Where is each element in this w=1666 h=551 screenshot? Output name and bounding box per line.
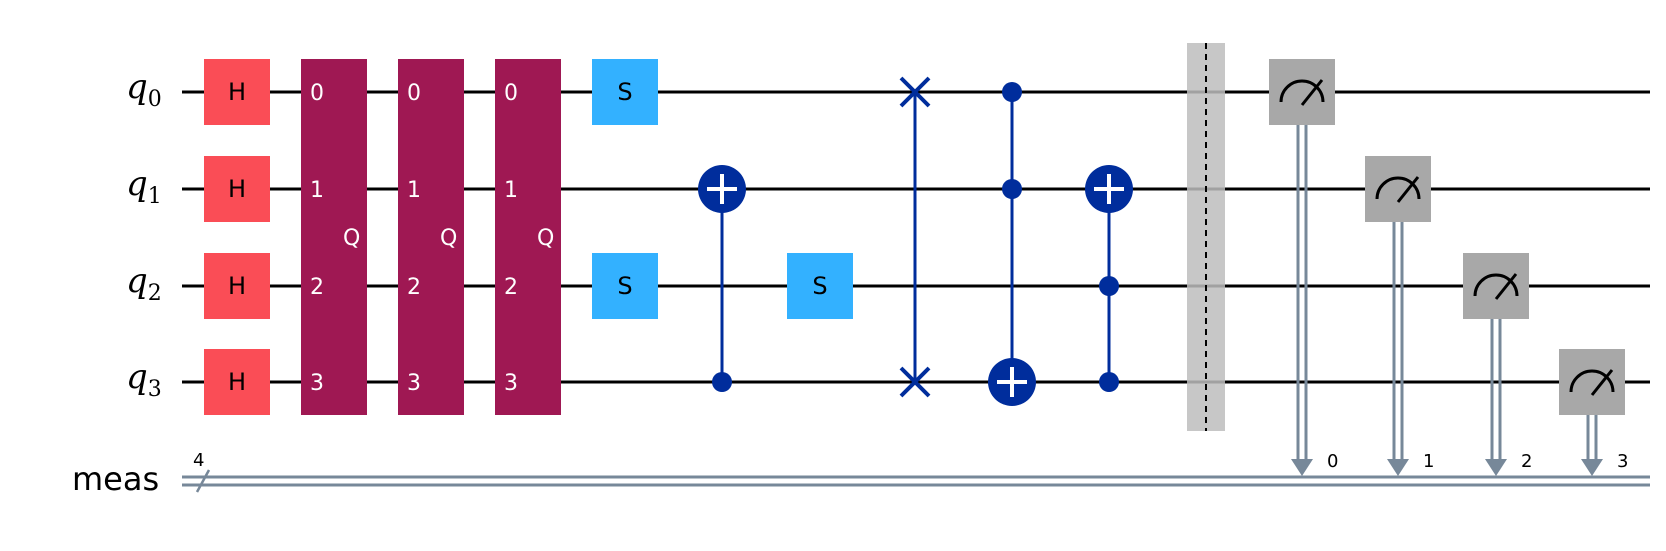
q-gate-1: 0 1 2 3 Q [301, 59, 367, 415]
svg-text:1: 1 [504, 178, 518, 203]
svg-text:3: 3 [407, 371, 421, 396]
control-dot [1002, 179, 1022, 199]
svg-text:H: H [228, 272, 246, 300]
barrier [1187, 43, 1225, 431]
svg-text:0: 0 [1327, 451, 1338, 472]
svg-text:3: 3 [310, 371, 324, 396]
meter-icon [1279, 79, 1325, 103]
measure-arrow-icon [1387, 459, 1409, 476]
toffoli-target-q1 [1085, 165, 1133, 392]
svg-text:3: 3 [504, 371, 518, 396]
svg-text:S: S [812, 272, 827, 300]
register-size-slash [195, 469, 211, 493]
svg-text:Q: Q [343, 226, 360, 251]
register-size: 4 [193, 450, 204, 471]
svg-text:1: 1 [310, 178, 324, 203]
svg-text:Q: Q [440, 226, 457, 251]
h-gate-q3: H [204, 349, 270, 415]
s-gate-q2: S [592, 253, 658, 319]
measure-arrow-icon [1581, 459, 1603, 476]
control-dot [1002, 82, 1022, 102]
measure-q3: 3 [1559, 349, 1628, 476]
svg-text:2: 2 [310, 275, 324, 300]
svg-text:2: 2 [407, 275, 421, 300]
svg-text:0: 0 [407, 81, 421, 106]
swap-q0-q3 [899, 76, 931, 398]
svg-text:2: 2 [504, 275, 518, 300]
measure-q1: 1 [1365, 156, 1434, 476]
svg-text:1: 1 [407, 178, 421, 203]
measure-q0: 0 [1269, 59, 1338, 476]
h-gate-q0: H [204, 59, 270, 125]
qubit-label-q1: q1 [126, 164, 162, 209]
qubit-label-q0: q0 [126, 67, 162, 112]
s-gate-q0: S [592, 59, 658, 125]
qubit-label-q2: q2 [126, 261, 162, 306]
svg-text:0: 0 [310, 81, 324, 106]
measure-arrow-icon [1485, 459, 1507, 476]
s-gate-q2-second: S [787, 253, 853, 319]
meter-icon [1473, 273, 1519, 297]
svg-text:H: H [228, 175, 246, 203]
meter-icon [1569, 369, 1615, 393]
svg-text:1: 1 [1423, 451, 1434, 472]
svg-text:S: S [617, 272, 632, 300]
qubit-label-q3: q3 [126, 357, 162, 402]
toffoli-target-q3 [988, 82, 1036, 406]
svg-text:Q: Q [537, 226, 554, 251]
svg-text:0: 0 [504, 81, 518, 106]
control-dot [712, 372, 732, 392]
control-dot [1099, 372, 1119, 392]
svg-text:3: 3 [1617, 451, 1628, 472]
q-gate-2: 0 1 2 3 Q [398, 59, 464, 415]
control-dot [1099, 276, 1119, 296]
measure-arrow-icon [1291, 459, 1313, 476]
h-gate-q2: H [204, 253, 270, 319]
classical-register-label: meas [72, 460, 159, 498]
svg-text:H: H [228, 368, 246, 396]
svg-text:2: 2 [1521, 451, 1532, 472]
cnot-q3-to-q1 [698, 165, 746, 392]
svg-text:S: S [617, 78, 632, 106]
classical-wire [182, 475, 1650, 487]
svg-text:H: H [228, 78, 246, 106]
measure-q2: 2 [1463, 253, 1532, 476]
q-gate-3: 0 1 2 3 Q [495, 59, 561, 415]
h-gate-q1: H [204, 156, 270, 222]
meter-icon [1375, 176, 1421, 200]
